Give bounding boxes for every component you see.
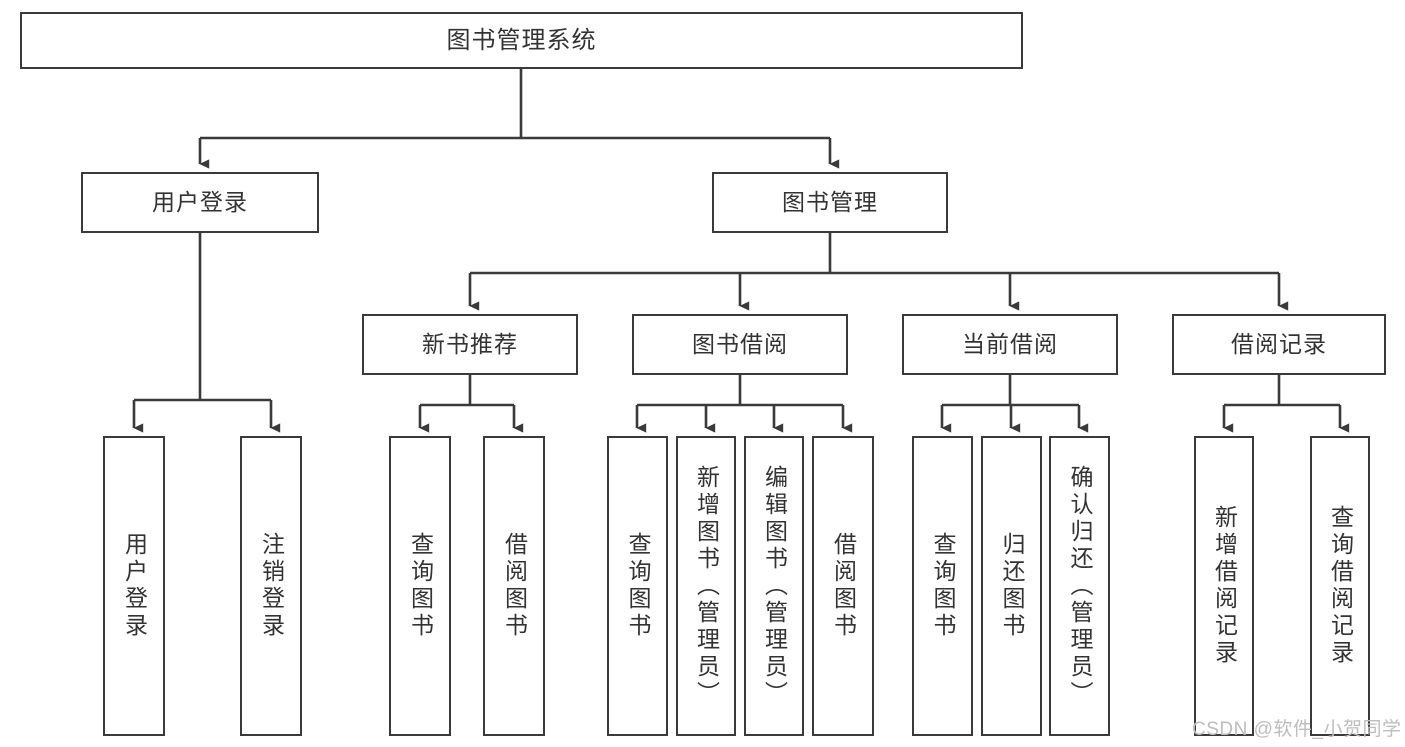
- node-leaf-add-record[interactable]: 新增借阅记录: [1194, 436, 1254, 736]
- node-leaf-add-book-label: 新增图书（管理员）: [693, 464, 720, 708]
- node-leaf-query-record-label: 查询借阅记录: [1327, 505, 1354, 667]
- node-leaf-user-login-label: 用户登录: [121, 532, 148, 640]
- node-leaf-query-book-1[interactable]: 查询图书: [389, 436, 451, 736]
- csdn-watermark: CSDN @软件_小贺同学: [1192, 719, 1402, 740]
- node-leaf-borrow-book-2[interactable]: 借阅图书: [812, 436, 874, 736]
- node-leaf-user-login[interactable]: 用户登录: [103, 436, 165, 736]
- node-leaf-query-book-3-label: 查询图书: [930, 532, 956, 640]
- node-book-management-label: 图书管理: [782, 189, 878, 216]
- node-borrow-record[interactable]: 借阅记录: [1172, 314, 1386, 375]
- node-leaf-query-book-2[interactable]: 查询图书: [607, 436, 668, 736]
- node-leaf-confirm-return-label: 确认归还（管理员）: [1067, 464, 1093, 708]
- node-leaf-edit-book-label: 编辑图书（管理员）: [761, 464, 788, 708]
- node-leaf-return-book-label: 归还图书: [999, 532, 1025, 640]
- node-leaf-query-book-3[interactable]: 查询图书: [912, 436, 973, 736]
- node-book-management[interactable]: 图书管理: [712, 172, 948, 233]
- node-root-label: 图书管理系统: [446, 26, 597, 54]
- node-leaf-logout[interactable]: 注销登录: [240, 436, 302, 736]
- node-user-login[interactable]: 用户登录: [81, 172, 319, 233]
- node-leaf-borrow-book-1-label: 借阅图书: [501, 532, 528, 640]
- node-leaf-borrow-book-1[interactable]: 借阅图书: [483, 436, 545, 736]
- node-current-borrow-label: 当前借阅: [962, 331, 1058, 358]
- node-leaf-return-book[interactable]: 归还图书: [981, 436, 1042, 736]
- node-leaf-query-record[interactable]: 查询借阅记录: [1310, 436, 1370, 736]
- node-book-borrow[interactable]: 图书借阅: [632, 314, 848, 375]
- node-borrow-record-label: 借阅记录: [1231, 331, 1327, 358]
- node-user-login-label: 用户登录: [152, 189, 248, 216]
- node-current-borrow[interactable]: 当前借阅: [902, 314, 1118, 375]
- node-leaf-add-record-label: 新增借阅记录: [1211, 505, 1238, 667]
- node-new-book-recommend-label: 新书推荐: [422, 331, 518, 358]
- node-leaf-add-book[interactable]: 新增图书（管理员）: [676, 436, 736, 736]
- node-leaf-logout-label: 注销登录: [258, 532, 285, 640]
- node-leaf-confirm-return[interactable]: 确认归还（管理员）: [1049, 436, 1110, 736]
- node-new-book-recommend[interactable]: 新书推荐: [362, 314, 578, 375]
- node-leaf-edit-book[interactable]: 编辑图书（管理员）: [744, 436, 804, 736]
- node-leaf-query-book-2-label: 查询图书: [625, 532, 651, 640]
- node-leaf-query-book-1-label: 查询图书: [407, 532, 434, 640]
- node-root[interactable]: 图书管理系统: [20, 12, 1023, 69]
- node-leaf-borrow-book-2-label: 借阅图书: [830, 532, 857, 640]
- node-book-borrow-label: 图书借阅: [692, 331, 788, 358]
